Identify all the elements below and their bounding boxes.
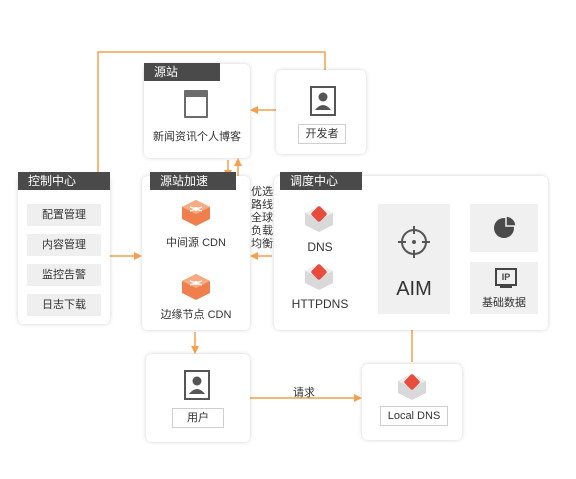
user-label: 用户 <box>172 408 224 428</box>
control-tab: 控制中心 <box>18 172 110 190</box>
config-management-item[interactable]: 配置管理 <box>27 204 101 226</box>
aim-box <box>378 204 450 314</box>
user-icon <box>184 370 210 400</box>
pie-chart-icon <box>494 215 517 238</box>
origin-tab: 源站 <box>144 63 220 81</box>
local-dns-label: Local DNS <box>380 406 448 426</box>
mid-cdn-cube-icon <box>182 200 210 226</box>
annotation-line: 全球 <box>251 212 273 224</box>
annotation-line: 均衡 <box>251 238 273 250</box>
mid-cdn-label: 中间源 CDN <box>166 237 226 249</box>
developer-label: 开发者 <box>298 124 346 144</box>
monitor-alert-item[interactable]: 监控告警 <box>27 264 101 286</box>
origin-label: 新闻资讯个人博客 <box>153 131 241 143</box>
local-dns-badge-icon <box>398 374 426 400</box>
webpage-icon <box>184 90 208 118</box>
annotation-line: 优选 <box>251 186 273 198</box>
edge-cdn-cube-icon <box>182 274 210 300</box>
aim-label: AIM <box>396 278 432 300</box>
ip-icon: IP <box>495 268 517 286</box>
httpdns-badge-icon <box>305 264 333 290</box>
dns-label: DNS <box>307 240 333 254</box>
dns-badge-icon <box>305 206 333 232</box>
dispatch-tab: 调度中心 <box>280 172 362 190</box>
ip-icon-stand <box>500 286 512 288</box>
acceleration-tab: 源站加速 <box>150 172 236 190</box>
developer-icon <box>310 86 336 116</box>
request-label: 请求 <box>293 387 315 399</box>
base-data-box <box>470 262 538 314</box>
optimize-annotation: 优选 路线 全球 负载 均衡 <box>251 186 275 251</box>
annotation-line: 负载 <box>251 225 273 237</box>
httpdns-label: HTTPDNS <box>291 297 349 311</box>
base-data-label: 基础数据 <box>482 297 526 309</box>
target-icon <box>398 226 430 258</box>
edge-cdn-label: 边缘节点 CDN <box>160 309 232 321</box>
log-download-item[interactable]: 日志下载 <box>27 294 101 316</box>
annotation-line: 路线 <box>251 199 273 211</box>
content-management-item[interactable]: 内容管理 <box>27 234 101 256</box>
